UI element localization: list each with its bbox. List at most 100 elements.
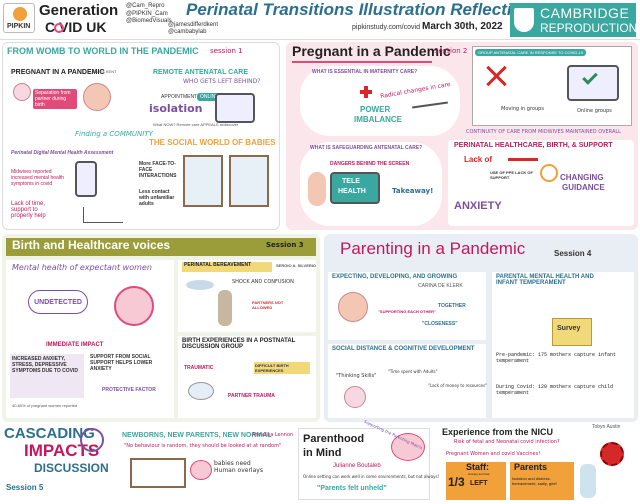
midwives-text: Midwives reported increased mental healt…	[11, 169, 67, 187]
nicu-author: Tobyn Austin	[592, 424, 621, 430]
undetected-text: UNDETECTED	[34, 299, 82, 306]
baby-figure-icon	[13, 83, 31, 101]
cambridge-logo: CAMBRIDGE REPRODUCTION	[510, 3, 638, 37]
cambridge-crest-icon	[514, 8, 534, 32]
session5-panel: CASCADING IMPACTS DISCUSSION Session 5 N…	[0, 419, 640, 504]
what-now-text: What NOW? Remote care APPEALS rediscover	[153, 122, 239, 127]
window-icon	[229, 155, 269, 207]
pipkin-logo-text: PIPKIN	[7, 23, 31, 30]
online-text: ONLINE	[200, 94, 219, 100]
s3-left-box: Mental health of expectant women UNDETEC…	[6, 260, 174, 418]
parents-felt-text: "Parents felt unheld"	[317, 485, 387, 492]
guidance-text: GUIDANCE	[562, 183, 605, 192]
site-url: pipkinstudy.com/covid	[352, 24, 420, 31]
survey-text: Survey	[557, 325, 581, 332]
postnatal-title: BIRTH EXPERIENCES IN A POSTNATAL DISCUSS…	[182, 338, 296, 350]
more-face-label: More FACE-TO-FACE INTERACTIONS	[139, 161, 177, 179]
phone-icon	[75, 161, 97, 197]
main-title: Perinatal Transitions Illustration Refle…	[186, 0, 542, 19]
left-text: LEFT	[470, 480, 488, 487]
pre-pandemic-box: Pre-pandemic: 175 mothers capture infant…	[496, 352, 626, 364]
online-groups-text: Online groups	[577, 108, 612, 114]
postnatal-box: BIRTH EXPERIENCES IN A POSTNATAL DISCUSS…	[178, 336, 316, 418]
difficult-text: DIFFICULT BIRTH EXPERIENCES	[255, 363, 289, 373]
time-spent-text: "Time spent with Adults"	[388, 369, 438, 374]
social-babies-title: THE SOCIAL WORLD OF BABIES	[149, 138, 276, 147]
radical-text: Radical changes in care	[379, 80, 452, 101]
s1-pregnant-title: PREGNANT IN A PANDEMIC	[11, 69, 105, 76]
more-face-text: More FACE-TO-FACE INTERACTIONS	[139, 161, 179, 179]
social-handle: @cambabylab	[168, 28, 207, 35]
cascading-text: CASCADING	[4, 425, 95, 442]
separation-text: Separation from partner during birth	[35, 90, 71, 108]
essential-title: WHAT IS ESSENTIAL IN MATERNITY CARE?	[312, 69, 418, 75]
increased-anxiety-text: INCREASED ANXIETY, STRESS, DEPRESSIVE SY…	[12, 356, 78, 374]
parents-detail-text: Isolation and distress, bereavement, sad…	[512, 476, 557, 486]
session2-underline	[292, 61, 432, 63]
bereavement-author: SERGIO A. SILVERIO	[276, 263, 317, 268]
online-badge: ONLINE	[197, 93, 222, 101]
risk-text: Risk of fetal and Neonatal covid infecti…	[454, 439, 560, 445]
covid-o-icon	[54, 23, 64, 33]
group-care-title-badge: GROUP ANTENATAL CARE IN RESPONSE TO COVI…	[475, 49, 587, 56]
community-text: Finding a COMMUNITY	[75, 130, 153, 138]
family-figure-icon	[338, 292, 368, 322]
partners-not-text: PARTNERS NOT ALLOWED	[252, 300, 284, 310]
mother-figure-icon	[83, 83, 111, 111]
puddle-icon	[186, 280, 214, 290]
expecting-title: EXPECTING, DEVELOPING, AND GROWING	[332, 274, 458, 280]
lack-time-label: Lack of time, support to properly help	[11, 201, 46, 219]
lack-of-text: Lack of	[464, 155, 493, 164]
together-text: TOGETHER	[438, 303, 466, 309]
distance-title: SOCIAL DISTANCE & COGNITIVE DEVELOPMENT	[332, 346, 475, 352]
brain-figure-icon	[391, 433, 425, 461]
health-text: HEALTH	[338, 188, 366, 195]
cambridge-text: CAMBRIDGE	[540, 5, 630, 21]
social-handle: @BiomedVisuals	[126, 18, 172, 25]
parents-detail-box: Isolation and distress, bereavement, sad…	[512, 476, 572, 486]
header-bar: PIPKIN Generation C VID UK @Cam_Repro @P…	[0, 0, 640, 40]
changing-text: CHANGING	[560, 173, 604, 182]
pipkin-logo: PIPKIN	[3, 3, 35, 33]
laptop-icon	[215, 93, 255, 123]
perinatal-hc-box: PERINATAL HEALTHCARE, BIRTH, & SUPPORT L…	[448, 140, 634, 226]
less-contact-text: Less contact with unfamiliar adults	[139, 189, 179, 207]
reproduction-text: REPRODUCTION	[540, 21, 638, 35]
session1-title: FROM WOMB TO WORLD IN THE PANDEMIC	[7, 46, 199, 56]
doctor-figure-icon	[580, 464, 596, 498]
online-group-laptop-icon	[567, 65, 619, 101]
clipboard-icon: Survey	[552, 318, 592, 346]
moving-groups-text: Moving in groups	[501, 106, 544, 112]
parental-mh-title-box: PARENTAL MENTAL HEALTH AND INFANT TEMPER…	[496, 274, 616, 286]
session3-title: Birth and Healthcare voices	[12, 238, 171, 252]
remote-care-title: REMOTE ANTENATAL CARE	[153, 69, 249, 76]
online-setting-text: Online setting can work well in some env…	[303, 474, 440, 479]
takeaway-text: Takeaway!	[392, 187, 434, 195]
lack-time-text: Lack of time, support to properly help	[11, 201, 61, 219]
session4-title: Parenting in a Pandemic	[340, 239, 526, 258]
child-figure-icon	[344, 386, 366, 408]
event-date: March 30th, 2022	[422, 21, 503, 32]
crib-icon	[130, 458, 186, 488]
newborns-title: NEWBORNS, NEW PARENTS, NEW NORMAL	[122, 432, 272, 439]
traumatic-text: TRAUMATIC	[184, 365, 214, 371]
isolation-text: isolation	[149, 102, 203, 115]
expecting-author: CARINA DE KLERK	[418, 283, 463, 289]
session5-label: Session 5	[6, 483, 44, 492]
parents-label: Parents	[514, 462, 548, 472]
group-care-box: GROUP ANTENATAL CARE IN RESPONSE TO COVI…	[472, 46, 632, 126]
staff-label: Staff:	[466, 462, 489, 472]
immediate-text: IMMEDIATE IMPACT	[46, 342, 104, 348]
social-col-1: @Cam_Repro @PIPKIN_Cam @BiomedVisuals	[126, 3, 172, 25]
support-lower-text: SUPPORT FROM SOCIAL SUPPORT HELPS LOWER …	[90, 354, 153, 372]
appointments-text: APPOINTMENTS	[161, 94, 201, 100]
partners-not-box: PARTNERS NOT ALLOWED	[252, 300, 292, 310]
essential-box: WHAT IS ESSENTIAL IN MATERNITY CARE? Rad…	[300, 66, 460, 136]
social-handle: @Cam_Repro	[126, 3, 165, 9]
red-cross-part	[360, 90, 372, 94]
mental-health-title: Mental health of expectant women	[12, 263, 152, 272]
bereavement-box: PERINATAL BEREAVEMENT SERGIO A. SILVERIO…	[178, 260, 316, 332]
increased-anxiety-box: INCREASED ANXIETY, STRESS, DEPRESSIVE SY…	[10, 354, 84, 398]
safeguarding-box: WHAT IS SAFEGUARDING ANTENATAL CARE? DAN…	[300, 142, 442, 226]
protective-text: PROTECTIVE FACTOR	[102, 387, 156, 393]
